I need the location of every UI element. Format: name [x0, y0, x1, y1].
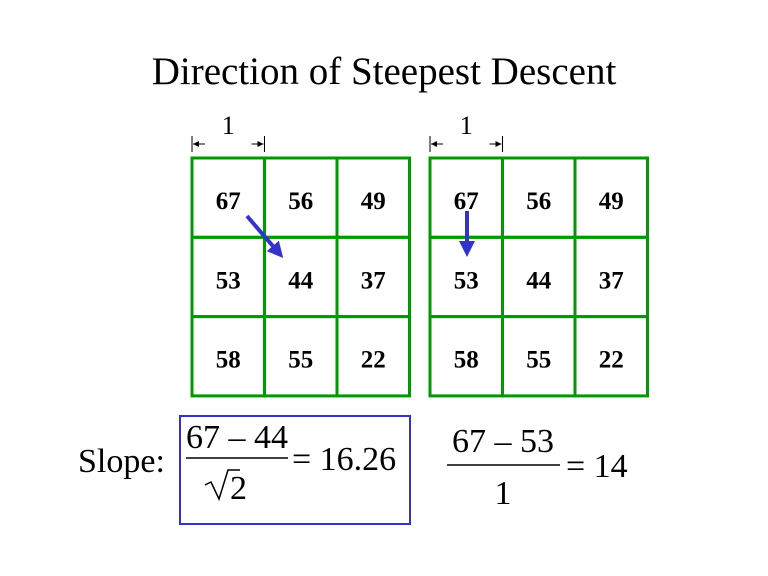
grid-vertical: 1 67 56 49 53 44 37 58 55 22: [428, 111, 649, 398]
grid-cell: 49: [573, 156, 649, 239]
cell-value: 67: [454, 188, 479, 215]
slope-label: Slope:: [78, 443, 165, 480]
cell-value: 49: [599, 188, 624, 215]
grid-cell: 37: [335, 235, 411, 319]
square-root-icon: [204, 469, 240, 502]
grid-cell: 53: [190, 235, 266, 319]
cell-value: 55: [526, 347, 551, 374]
diagonal-numerator: 67 – 44: [186, 419, 288, 456]
cell-value: 53: [454, 267, 479, 294]
cell-value: 67: [216, 188, 241, 215]
grid-cell: 22: [335, 315, 411, 398]
diagonal-result: = 16.26: [292, 441, 396, 478]
grid-cell: 49: [335, 156, 411, 239]
unit-spacing-label: 1: [460, 111, 473, 140]
unit-spacing-marker: 1: [191, 111, 265, 152]
grid-cell: 56: [501, 156, 577, 239]
cell-value: 49: [361, 188, 386, 215]
cell-value: 44: [288, 267, 314, 294]
grid-cell: 55: [263, 315, 339, 398]
cell-value: 56: [526, 188, 551, 215]
diagonal-result-box: [179, 415, 411, 525]
cell-value: 22: [599, 347, 624, 374]
grid-cell: 56: [263, 156, 339, 239]
unit-spacing-label: 1: [222, 111, 235, 140]
grid-cell: 58: [428, 315, 504, 398]
grid-cell: 58: [190, 315, 266, 398]
cell-value: 37: [599, 267, 624, 294]
cell-value: 44: [526, 267, 552, 294]
cell-value: 37: [361, 267, 386, 294]
vertical-numerator: 67 – 53: [452, 423, 554, 460]
grid-cell: 22: [573, 315, 649, 398]
diagonal-denominator: 2: [230, 470, 247, 507]
grid-cell: 55: [501, 315, 577, 398]
grid-cell: 37: [573, 235, 649, 319]
cell-value: 55: [288, 347, 313, 374]
vertical-denominator: 1: [495, 475, 512, 512]
grid-diagonal: 1 67 56 49 53 44 37 58 55 22: [190, 111, 411, 398]
unit-spacing-marker: 1: [429, 111, 503, 152]
diagonal-descent-arrow: [245, 214, 284, 259]
cell-value: 22: [361, 347, 386, 374]
slide-title: Direction of Steepest Descent: [152, 50, 617, 93]
cell-value: 58: [216, 347, 241, 374]
grid-cell: 44: [501, 235, 577, 319]
vertical-result: = 14: [566, 448, 628, 485]
cell-value: 53: [216, 267, 241, 294]
cell-value: 58: [454, 347, 479, 374]
grid-cell: 53: [428, 235, 504, 319]
cell-value: 56: [288, 188, 313, 215]
